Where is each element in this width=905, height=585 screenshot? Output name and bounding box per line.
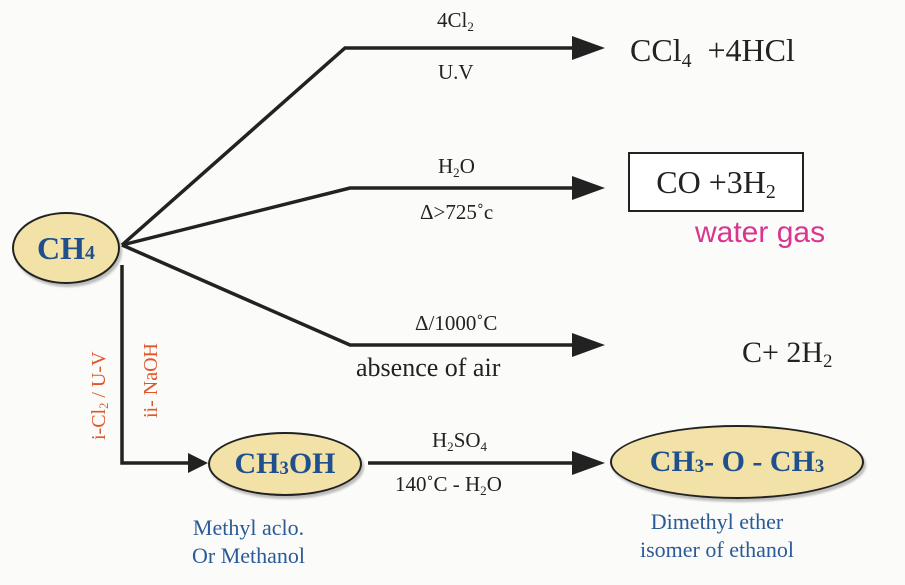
ether-caption: Dimethyl ether isomer of ethanol: [640, 508, 794, 563]
dehydration-reagent-sub: 2: [447, 438, 454, 454]
ether-formula-sub1: 3: [694, 456, 705, 478]
methane-formula-base: CH: [37, 229, 86, 266]
ether-formula-sub2: 3: [814, 456, 825, 478]
methanol-step-1-base: i-Cl: [88, 408, 110, 440]
methanol-caption-2: Or Methanol: [192, 542, 306, 568]
methanol-formula-part1: CH: [234, 447, 280, 480]
steam-reagent-base: H: [438, 154, 454, 178]
water-gas-box: CO +3H2: [628, 152, 804, 212]
methanol-formula-part2: OH: [288, 447, 336, 480]
methane-formula-sub: 4: [85, 242, 95, 265]
pyrolysis-product-sub: 2: [823, 351, 833, 373]
steam-reagent-tail: O: [459, 154, 475, 178]
pyrolysis-condition-2: absence of air: [356, 353, 501, 382]
dehydration-reagent-mid: SO: [453, 428, 481, 452]
arrow-methanol: [120, 265, 190, 465]
dehydration-reagent-base: H: [432, 428, 448, 452]
methanol-step-1-tail: / U-V: [88, 351, 110, 403]
dehydration-condition-tail: O: [486, 472, 502, 496]
arrow-chlorination: [120, 46, 575, 247]
steam-condition: Δ>725˚c: [420, 200, 494, 224]
ether-formula-part1: CH: [649, 445, 695, 478]
methanol-step-1-sub: 2: [97, 402, 112, 409]
dehydration-condition-sub: 2: [480, 482, 487, 498]
ether-caption-2: isomer of ethanol: [640, 536, 794, 562]
water-gas-label: water gas: [695, 216, 826, 249]
chlorination-reagent-base: 4Cl: [437, 8, 468, 32]
methanol-caption-1: Methyl aclo.: [192, 515, 305, 540]
chlorination-reagent-sub: 2: [467, 18, 474, 34]
pyrolysis-product-base: C+ 2H: [742, 336, 824, 369]
methanol-step-2-text: ii- NaOH: [140, 343, 162, 418]
dehydration-reagent: H2SO4: [432, 428, 488, 454]
arrowhead-pyrolysis: [572, 333, 605, 357]
ccl4-sub: 4: [681, 49, 692, 72]
chlorination-products: CCl4 +4HCl: [630, 32, 795, 70]
arrowhead-methanol: [188, 453, 208, 473]
chlorination-condition: U.V: [438, 60, 474, 84]
steam-reagent-sub: 2: [453, 164, 460, 180]
water-gas-formula: CO +3H2: [656, 163, 776, 204]
chlorination-reagent: 4Cl2: [437, 8, 474, 34]
methanol-step-2: ii- NaOH: [140, 343, 163, 418]
arrowhead-steam: [572, 176, 605, 200]
ccl4-base: CCl: [630, 32, 682, 68]
dehydration-reagent-sub2: 4: [480, 438, 488, 454]
arrow-pyrolysis: [121, 243, 575, 347]
ether-caption-1: Dimethyl ether: [650, 509, 784, 534]
methanol-step-1: i-Cl2 / U-V: [88, 352, 111, 440]
arrow-steam: [121, 186, 575, 247]
pyrolysis-products: C+ 2H2: [742, 336, 832, 372]
pyrolysis-condition: Δ/1000˚C: [415, 311, 498, 335]
dehydration-condition-base: 140˚C - H: [395, 472, 481, 496]
dehydration-condition: 140˚C - H2O: [395, 472, 502, 498]
steam-reagent: H2O: [438, 154, 475, 180]
ether-formula-mid: - O - CH: [704, 445, 815, 478]
hcl-product: +4HCl: [707, 32, 795, 68]
methanol-caption: Methyl aclo. Or Methanol: [192, 514, 305, 569]
water-gas-sub: 2: [765, 181, 776, 204]
arrowhead-dehydration: [572, 451, 605, 475]
arrowhead-chlorination: [572, 36, 605, 60]
water-gas-base: CO +3H: [656, 163, 766, 200]
methanol-formula-sub: 3: [279, 458, 289, 480]
